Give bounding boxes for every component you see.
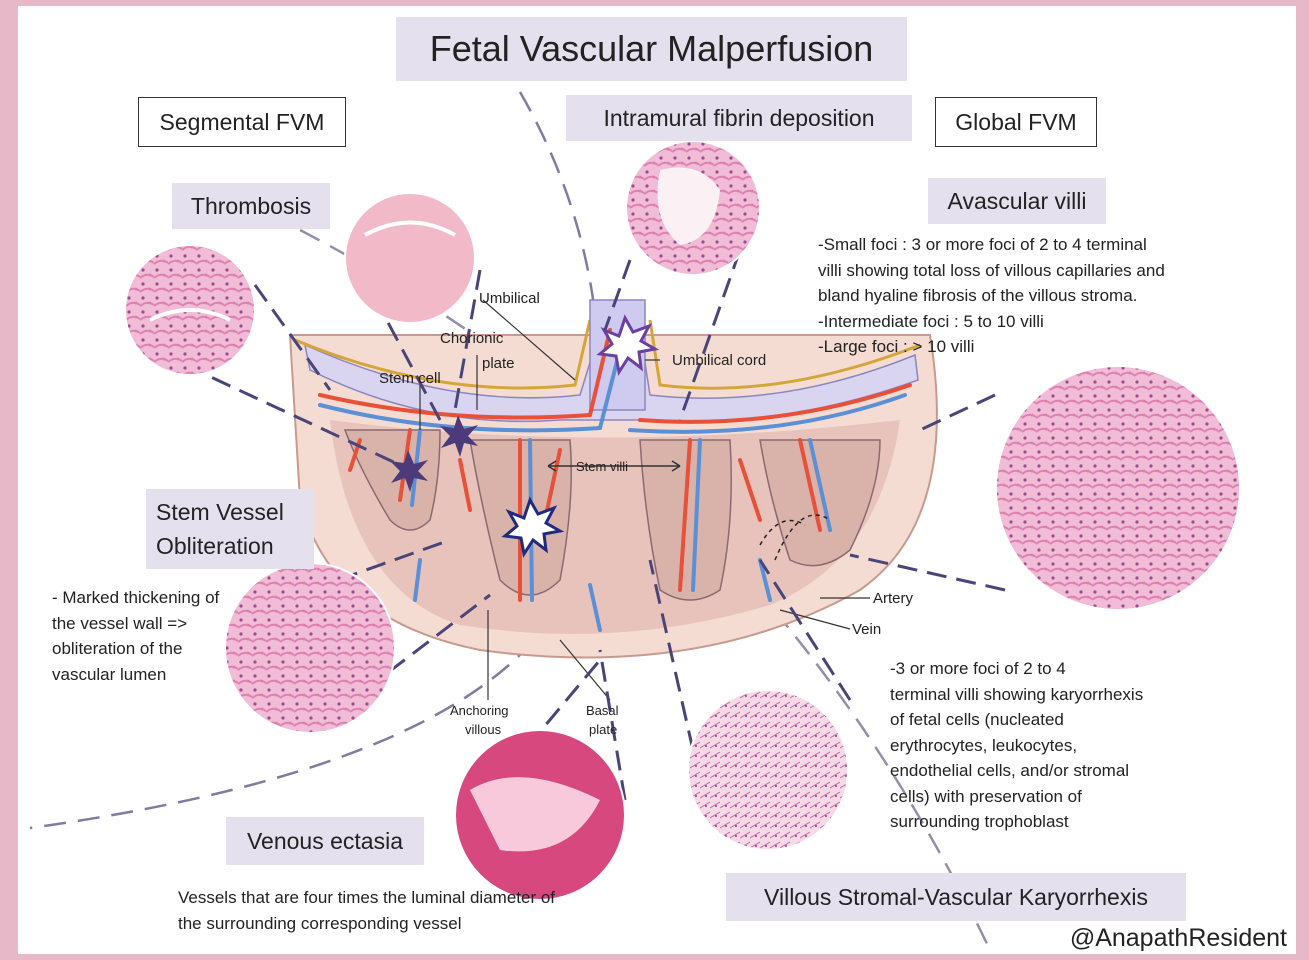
heading-thrombosis: Thrombosis [172,183,330,229]
label-stem-villi: Stem villi [576,459,628,474]
label-artery: Artery [873,590,914,607]
section-segmental-fvm: Segmental FVM [138,97,346,147]
label-vein: Vein [852,621,881,638]
heading-stem-vessel-obliteration: Stem Vessel Obliteration [146,489,314,569]
label-umbilical-cord: Umbilical cord [672,352,766,369]
heading-venous-ectasia: Venous ectasia [226,817,424,865]
credit-handle: @AnapathResident [1070,924,1287,953]
stem-vessel-heading-text: Stem Vessel Obliteration [156,495,284,563]
label-umbilical: Umbilical [479,290,540,307]
label-anchoring-2: villous [465,722,502,737]
label-chorionic-plate-2: plate [482,355,515,372]
avascular-villi-text: -Small foci : 3 or more foci of 2 to 4 t… [818,232,1248,360]
heading-avascular-villi: Avascular villi [928,178,1106,224]
heading-karyorrhexis: Villous Stromal-Vascular Karyorrhexis [726,873,1186,921]
venous-ectasia-text: Vessels that are four times the luminal … [178,885,648,936]
karyorrhexis-text: -3 or more foci of 2 to 4 terminal villi… [890,656,1210,835]
label-stem-cell: Stem cell [379,370,441,387]
section-global-fvm: Global FVM [935,97,1097,147]
label-anchoring-1: Anchoring [450,703,509,718]
histology-thrombosis-2 [345,193,475,323]
page-title: Fetal Vascular Malperfusion [396,17,907,81]
histology-karyorrhexis [688,690,848,850]
stem-vessel-text: - Marked thickening of the vessel wall =… [52,585,262,687]
label-basal-1: Basal [586,703,619,718]
label-chorionic-plate-1: Chorionic [440,330,504,347]
section-intramural-fibrin: Intramural fibrin deposition [566,95,912,141]
histology-avascular [996,366,1240,610]
label-basal-2: plate [589,722,617,737]
